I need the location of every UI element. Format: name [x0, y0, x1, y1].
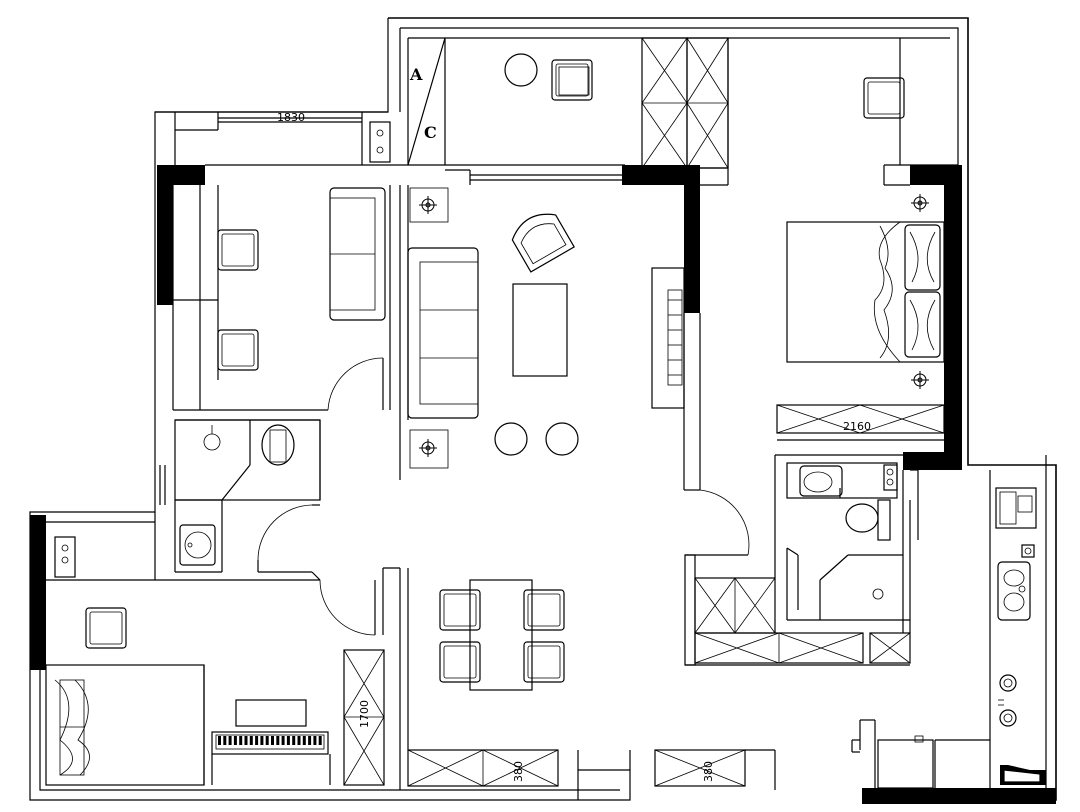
cabinet-1700 [343, 649, 385, 786]
wardrobe-2160 [776, 404, 945, 441]
balcony-cabinets [641, 37, 729, 169]
piano-keys [218, 736, 322, 745]
study-chair-1 [217, 229, 259, 271]
dining-area [469, 579, 533, 691]
living-sofa [407, 247, 479, 419]
tv-cabinet [651, 267, 685, 409]
piano-key [286, 736, 290, 745]
piano-key [271, 736, 274, 745]
label-c: C [424, 123, 437, 142]
ceiling-light-4 [910, 370, 930, 390]
balcony-chair [551, 59, 593, 101]
bottom-cabinet-1 [407, 749, 559, 787]
balcony-chair-right [863, 77, 905, 119]
exterior-walls [29, 17, 1057, 801]
dining-chair-1 [439, 589, 481, 631]
coffee-table [512, 283, 568, 377]
left-bathroom-door [257, 504, 321, 581]
study-sofa [329, 187, 386, 321]
living-right-wall [683, 313, 750, 556]
piano-key [318, 736, 322, 745]
kitchen-cabinets [684, 554, 911, 666]
pouf-1 [494, 422, 528, 456]
piano-key [302, 736, 306, 745]
piano-key [218, 736, 221, 745]
bedroom-chair-bottom-left [85, 607, 127, 649]
piano-key [313, 736, 317, 745]
piano-key [239, 736, 243, 745]
piano-key [297, 736, 301, 745]
piano-key [228, 736, 232, 745]
bottom-cabinet-2 [577, 749, 776, 790]
piano-key [260, 736, 264, 745]
top-window [155, 111, 408, 166]
dining-chair-3 [523, 589, 565, 631]
left-bathroom [155, 419, 321, 581]
piano-key [223, 736, 227, 745]
structural-walls [30, 165, 1056, 804]
ac-panel [407, 37, 446, 166]
dimension-cabinet-left: 1700 [358, 700, 371, 728]
outlet-box-top [369, 121, 391, 163]
label-a: A [409, 65, 423, 84]
ceiling-light-2 [418, 438, 438, 458]
pouf-2 [545, 422, 579, 456]
dimension-cabinet-bottom-1: 380 [512, 761, 525, 782]
piano-key [292, 736, 296, 745]
study-chair-2 [217, 329, 259, 371]
piano-key [308, 736, 312, 745]
piano-key [255, 736, 259, 745]
dimension-wardrobe: 2160 [843, 420, 871, 433]
piano-key [233, 736, 237, 745]
ceiling-light-1 [418, 195, 438, 215]
outlet-box-left [54, 536, 76, 578]
dining-chair-2 [439, 641, 481, 683]
dining-chair-4 [523, 641, 565, 683]
piano-key [265, 736, 269, 745]
kitchen [934, 470, 1046, 790]
armchair [511, 213, 575, 273]
dimension-top-window: 1830 [277, 111, 305, 124]
dimension-cabinet-bottom-2: 380 [702, 761, 715, 782]
piano-key [281, 736, 285, 745]
ceiling-light-3 [910, 193, 930, 213]
bottom-left-bedroom [45, 512, 205, 786]
piano-key [276, 736, 280, 745]
right-bathroom [774, 454, 919, 633]
study-door [327, 185, 409, 480]
piano [211, 699, 331, 785]
piano-key [244, 736, 248, 745]
right-bedroom-bed [786, 221, 945, 363]
balcony-round-table [504, 53, 538, 87]
kitchen-entry [851, 719, 934, 790]
bottom-left-door [319, 567, 409, 790]
study-room [172, 185, 328, 421]
piano-key [249, 736, 253, 745]
